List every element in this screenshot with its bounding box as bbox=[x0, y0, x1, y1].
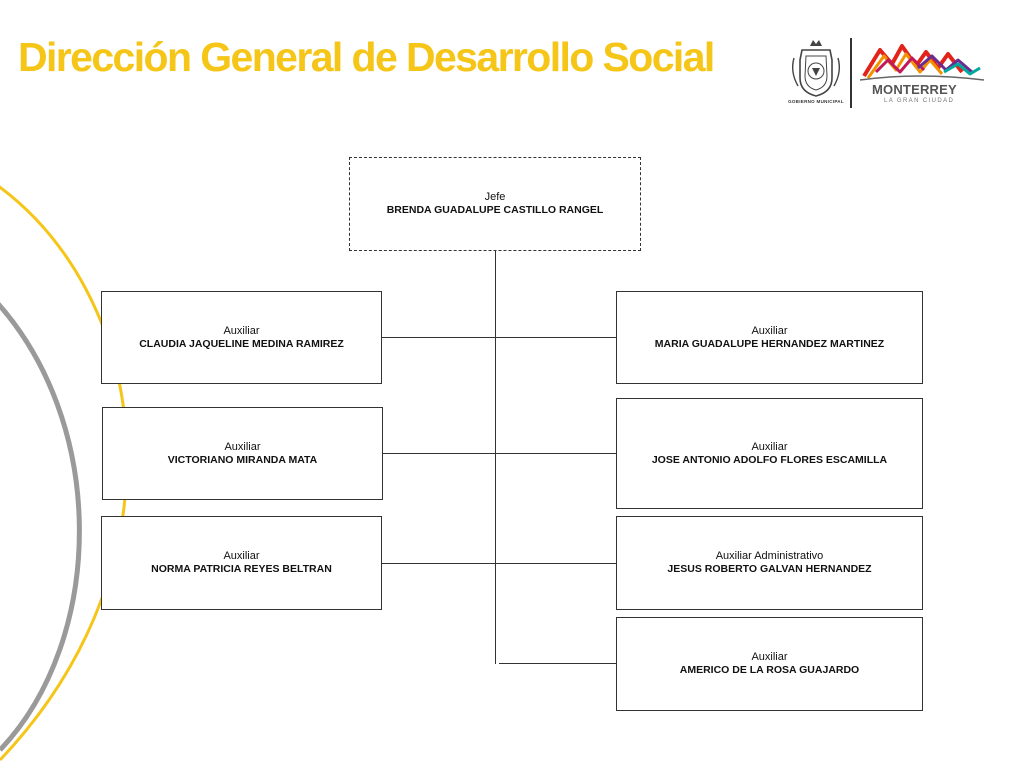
node-role: Auxiliar bbox=[223, 550, 260, 562]
brand-tagline: LA GRAN CIUDAD bbox=[884, 98, 955, 104]
branch-line-row4 bbox=[499, 663, 616, 664]
mountain-logo-icon bbox=[859, 44, 985, 81]
node-name: NORMA PATRICIA REYES BELTRAN bbox=[151, 563, 332, 575]
node-role: Auxiliar bbox=[751, 651, 788, 663]
header-logos: GOBIERNO MUNICIPAL MONTERREY LA GRAN CIU… bbox=[786, 38, 986, 110]
org-node-right-4: Auxiliar AMERICO DE LA ROSA GUAJARDO bbox=[616, 617, 923, 711]
gray-arc bbox=[0, 302, 82, 752]
seal-icon bbox=[791, 40, 841, 97]
node-name: MARIA GUADALUPE HERNANDEZ MARTINEZ bbox=[654, 337, 885, 350]
org-node-head: Jefe BRENDA GUADALUPE CASTILLO RANGEL bbox=[349, 157, 641, 251]
org-node-left-3: Auxiliar NORMA PATRICIA REYES BELTRAN bbox=[101, 516, 382, 610]
org-node-left-1: Auxiliar CLAUDIA JAQUELINE MEDINA RAMIRE… bbox=[101, 291, 382, 384]
brand-name: MONTERREY bbox=[872, 82, 957, 97]
node-name: CLAUDIA JAQUELINE MEDINA RAMIREZ bbox=[139, 337, 344, 350]
org-node-right-1: Auxiliar MARIA GUADALUPE HERNANDEZ MARTI… bbox=[616, 291, 923, 384]
branch-line-row1 bbox=[381, 337, 616, 338]
branch-line-row2 bbox=[382, 453, 616, 454]
node-name: AMERICO DE LA ROSA GUAJARDO bbox=[679, 664, 860, 676]
logo-divider bbox=[850, 38, 852, 108]
node-name: VICTORIANO MIRANDA MATA bbox=[167, 453, 318, 466]
node-name: JOSE ANTONIO ADOLFO FLORES ESCAMILLA bbox=[651, 453, 888, 466]
page-title: Dirección General de Desarrollo Social bbox=[18, 34, 715, 80]
node-name: BRENDA GUADALUPE CASTILLO RANGEL bbox=[386, 204, 604, 216]
org-node-right-2: Auxiliar JOSE ANTONIO ADOLFO FLORES ESCA… bbox=[616, 398, 923, 509]
node-role: Auxiliar Administrativo bbox=[715, 550, 824, 562]
monterrey-brand-logo: MONTERREY LA GRAN CIUDAD bbox=[858, 42, 986, 108]
node-role: Jefe bbox=[484, 191, 506, 203]
org-node-left-2: Auxiliar VICTORIANO MIRANDA MATA bbox=[102, 407, 383, 500]
seal-caption: GOBIERNO MUNICIPAL bbox=[788, 99, 844, 104]
municipal-seal-logo: GOBIERNO MUNICIPAL bbox=[786, 38, 846, 108]
node-role: Auxiliar bbox=[751, 324, 788, 337]
node-role: Auxiliar bbox=[223, 324, 260, 337]
org-node-right-3: Auxiliar Administrativo JESUS ROBERTO GA… bbox=[616, 516, 923, 610]
node-name: JESUS ROBERTO GALVAN HERNANDEZ bbox=[667, 563, 872, 575]
node-role: Auxiliar bbox=[751, 440, 788, 453]
trunk-line bbox=[495, 250, 496, 664]
branch-line-row3 bbox=[381, 563, 616, 564]
node-role: Auxiliar bbox=[224, 440, 261, 453]
